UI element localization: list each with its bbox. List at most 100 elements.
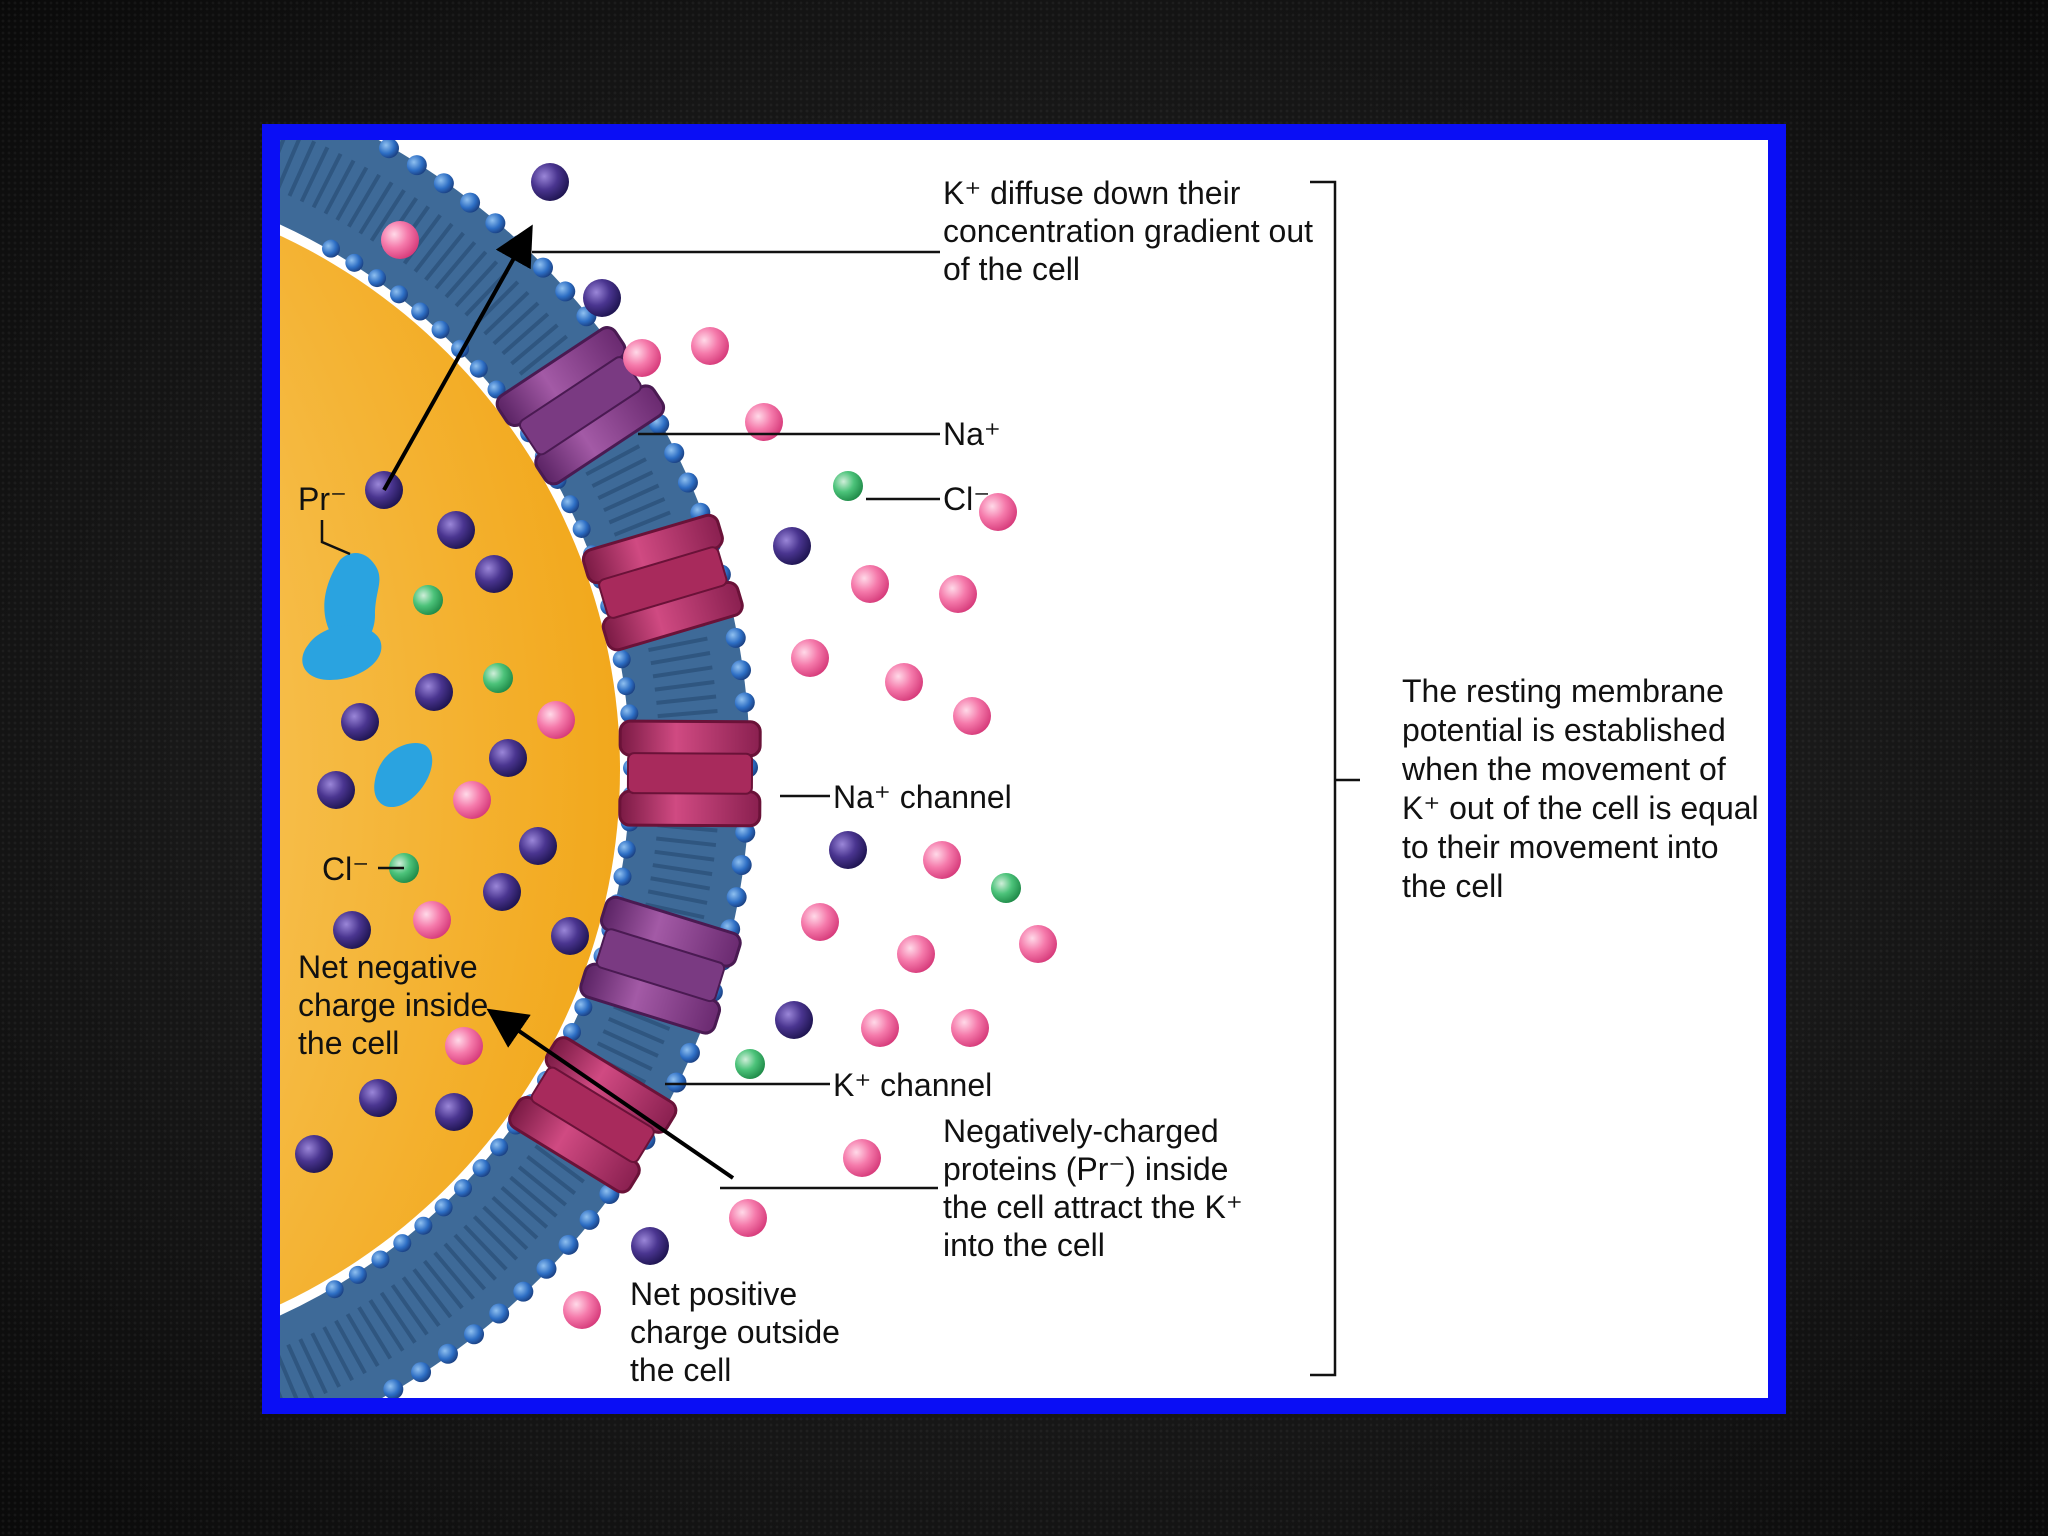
sodium-ion xyxy=(861,1009,899,1047)
bracket xyxy=(1310,180,1360,1377)
sodium-ion xyxy=(885,663,923,701)
lipid-head xyxy=(536,1258,557,1279)
potassium-ion xyxy=(437,511,475,549)
lipid-head xyxy=(345,253,364,272)
potassium-ion xyxy=(519,827,557,865)
lipid-head xyxy=(679,1042,700,1063)
na-channel-upper xyxy=(581,513,744,652)
sodium-ion xyxy=(537,701,575,739)
k-channel-lower xyxy=(579,895,742,1035)
cl-ion-outside-label: Cl⁻ xyxy=(943,481,990,517)
lipid-head xyxy=(411,1362,432,1383)
lipid-head xyxy=(406,155,427,176)
sodium-ion xyxy=(951,1009,989,1047)
lipid-head xyxy=(371,1250,390,1269)
lipid-head xyxy=(431,320,450,339)
lipid-head xyxy=(383,1379,404,1398)
lipid-head xyxy=(437,1343,458,1364)
sodium-ion xyxy=(801,903,839,941)
potassium-ion xyxy=(333,911,371,949)
potassium-ion xyxy=(295,1135,333,1173)
potassium-ion xyxy=(483,873,521,911)
lipid-head xyxy=(433,173,454,194)
potassium-ion xyxy=(435,1093,473,1131)
sodium-ion xyxy=(1019,925,1057,963)
sodium-ion xyxy=(453,781,491,819)
slide-frame: K⁺ diffuse down their concentration grad… xyxy=(262,124,1786,1414)
sodium-ion xyxy=(851,565,889,603)
lipid-head xyxy=(532,257,553,278)
lipid-head xyxy=(620,704,639,723)
lipid-head xyxy=(414,1216,433,1235)
sodium-ion xyxy=(939,575,977,613)
lipid-head xyxy=(572,519,591,538)
potassium-ion xyxy=(775,1001,813,1039)
sodium-ion xyxy=(563,1291,601,1329)
membrane-potential-diagram: K⁺ diffuse down their concentration grad… xyxy=(280,140,1768,1398)
sodium-ion xyxy=(979,493,1017,531)
flow-arrows xyxy=(382,224,735,1180)
lipid-head xyxy=(677,472,698,493)
lipid-head xyxy=(485,213,506,234)
potassium-ion xyxy=(551,917,589,955)
pr-ion-label: Pr⁻ xyxy=(298,481,347,517)
sodium-ion xyxy=(745,403,783,441)
lipid-head xyxy=(613,867,632,886)
lipid-head xyxy=(322,239,340,258)
sodium-ion xyxy=(791,639,829,677)
chloride-ion xyxy=(413,585,443,615)
net-positive-label: Net positive charge outside the cell xyxy=(630,1276,849,1388)
cl-ion-inside-label: Cl⁻ xyxy=(322,851,369,887)
leader-lines xyxy=(320,250,940,1190)
lipid-head xyxy=(490,1138,509,1157)
lipid-head xyxy=(368,269,387,288)
sodium-ion xyxy=(729,1199,767,1237)
k-out-arrow xyxy=(382,224,533,491)
potassium-ion xyxy=(773,527,811,565)
lipid-head xyxy=(558,1234,579,1255)
potassium-ion xyxy=(359,1079,397,1117)
protein-2 xyxy=(302,625,382,680)
protein-1 xyxy=(324,553,380,649)
lipid-head xyxy=(726,887,747,908)
lipid-head xyxy=(735,822,756,843)
sodium-ion xyxy=(897,935,935,973)
cytoplasm xyxy=(280,235,620,1305)
lipid-head xyxy=(664,442,685,463)
chloride-ion xyxy=(833,471,863,501)
lipid-head xyxy=(612,650,631,669)
potassium-ion xyxy=(475,555,513,593)
lipid-head xyxy=(731,660,752,681)
na-ion-label: Na⁺ xyxy=(943,416,1001,452)
lipid-head xyxy=(561,495,580,514)
potassium-ion xyxy=(341,703,379,741)
sodium-ion xyxy=(691,327,729,365)
lipid-head xyxy=(325,1280,344,1299)
na-channel-bottom xyxy=(508,1036,678,1194)
lipid-head xyxy=(725,627,746,648)
lipid-head xyxy=(389,285,408,304)
lipid-head xyxy=(379,140,399,159)
lipid-head xyxy=(460,192,481,213)
sodium-ion xyxy=(413,901,451,939)
proteins-attract-label: Negatively-charged proteins (Pr⁻) inside… xyxy=(943,1113,1252,1263)
sodium-ion xyxy=(445,1027,483,1065)
lipid-head xyxy=(411,302,430,321)
lipid-head xyxy=(734,692,755,713)
lipid-head xyxy=(487,380,506,399)
lipid-head xyxy=(489,1303,510,1324)
proteins xyxy=(302,553,433,808)
chloride-ion xyxy=(483,663,513,693)
potassium-ion xyxy=(583,279,621,317)
chloride-ion xyxy=(735,1049,765,1079)
sodium-ion xyxy=(381,221,419,259)
k-diffuse-label: K⁺ diffuse down their concentration grad… xyxy=(943,175,1322,287)
lipid-head xyxy=(666,1072,687,1093)
lipid-head xyxy=(393,1234,412,1253)
slide-content: K⁺ diffuse down their concentration grad… xyxy=(280,140,1768,1398)
lipid-head xyxy=(513,1281,534,1302)
k-channel-top xyxy=(495,326,666,486)
resting-potential-label: The resting membrane potential is establ… xyxy=(1401,673,1768,904)
sodium-ion xyxy=(923,841,961,879)
potassium-ion xyxy=(489,739,527,777)
